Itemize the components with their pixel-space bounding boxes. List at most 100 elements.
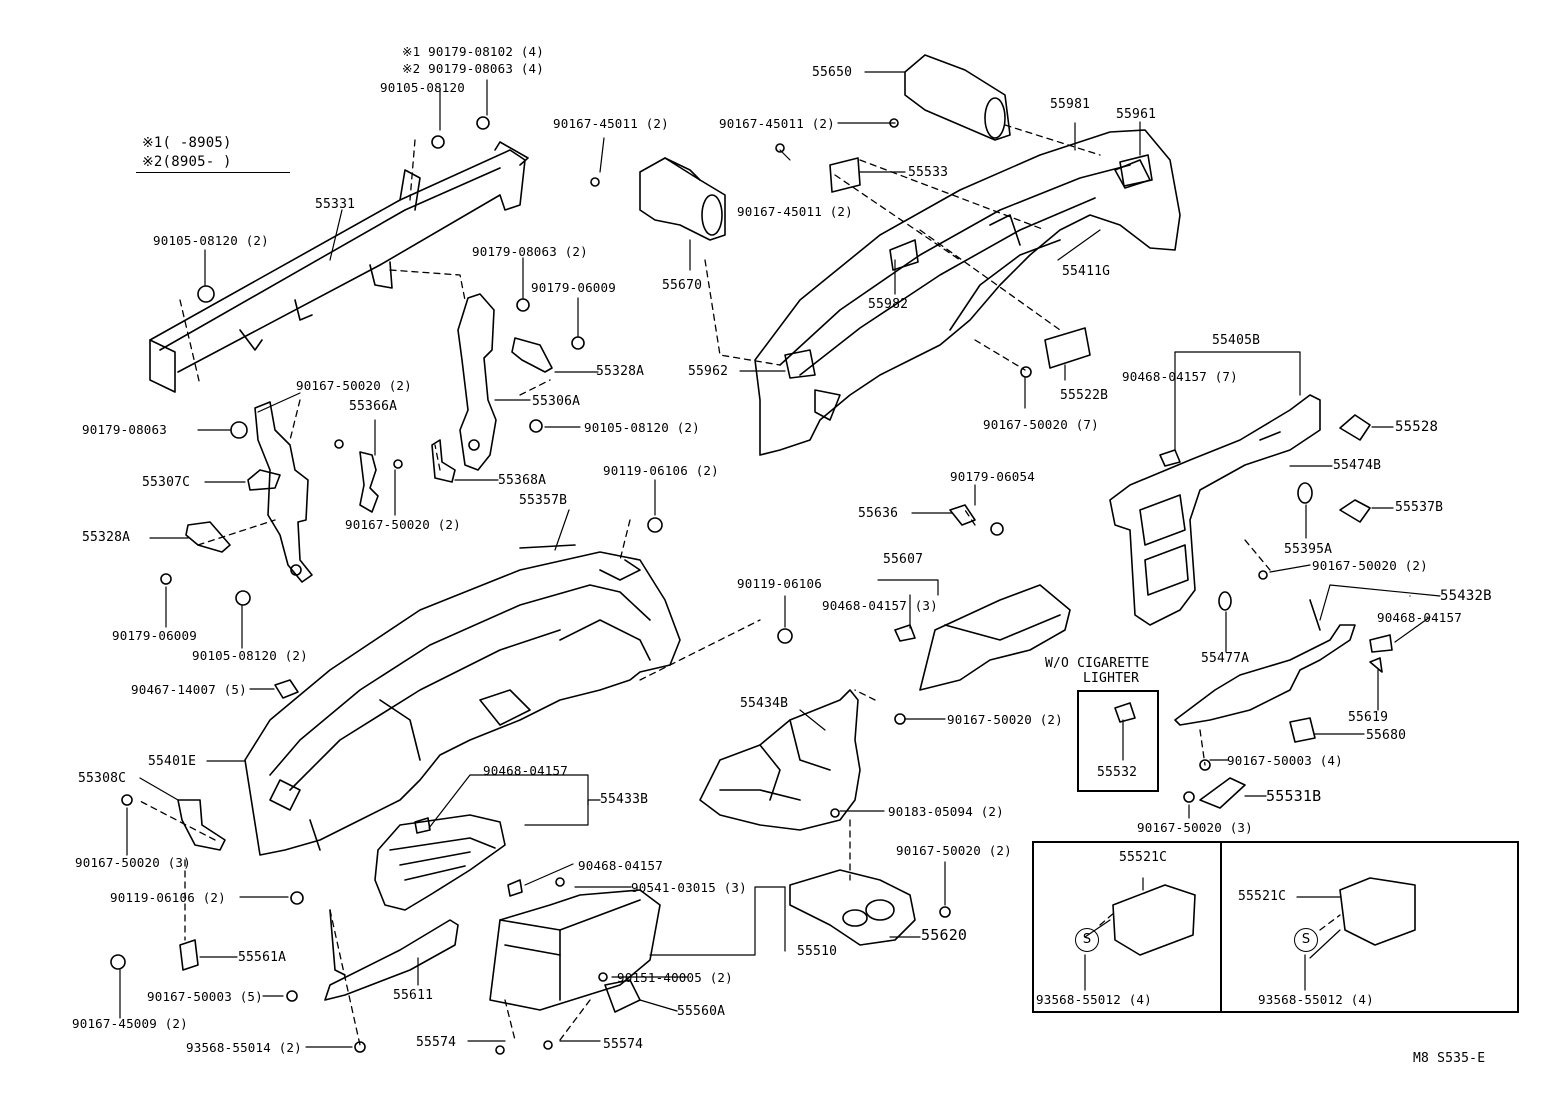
label-a17: 55328A	[82, 530, 131, 545]
leader-lines	[119, 71, 1441, 1048]
label-a68: 55537B	[1395, 500, 1444, 515]
label-a22: 90467-14007 (5)	[131, 682, 247, 697]
bracket-55328a-upper	[511, 337, 553, 373]
bracket-55306a	[457, 293, 497, 471]
part-clip-90468-a	[414, 817, 431, 834]
part-55537b	[1339, 499, 1371, 523]
label-a83: 93568-55012 (4)	[1258, 992, 1374, 1007]
label-a04: 55331	[315, 197, 356, 212]
bracket-55328a-lower	[185, 521, 231, 553]
upper-dashboard-55411g	[754, 129, 1181, 456]
label-a25: 90167-50020 (3)	[75, 855, 191, 870]
label-a72: 90468-04157	[1377, 610, 1462, 625]
label-a52: 55522B	[1060, 388, 1109, 403]
dashed-connectors	[137, 124, 1341, 1046]
part-55531b	[1199, 777, 1246, 809]
vent-55650	[904, 54, 1011, 141]
bracket-55368a	[431, 439, 456, 483]
label-a38: 55560A	[677, 1004, 726, 1019]
label-a15: 55368A	[498, 473, 547, 488]
bracket-55307c	[247, 401, 313, 583]
label-a82: 55521C	[1238, 889, 1287, 904]
figure-code: M8 S535-E	[1413, 1051, 1486, 1066]
label-a56: 55636	[858, 506, 899, 521]
label-a37: 90151-40005 (2)	[617, 970, 733, 985]
glove-box-55510	[489, 889, 661, 1011]
dashboard-55401e	[244, 544, 681, 856]
label-a31: 55611	[393, 988, 434, 1003]
reinforcement-beam-55331	[149, 141, 529, 393]
label-a59: 55434B	[740, 696, 789, 711]
vent-55670	[639, 157, 726, 241]
label-a78: 90167-50020 (3)	[1137, 820, 1253, 835]
label-a28: 90167-50003 (5)	[147, 989, 263, 1004]
part-clip-90468-b	[507, 879, 523, 897]
s-mark-left-text: S	[1082, 932, 1092, 947]
part-clip-55607	[894, 624, 916, 642]
label-a58: 90468-04157 (3)	[822, 598, 938, 613]
label-a39: 55574	[416, 1035, 457, 1050]
label-a47: 55981	[1050, 97, 1091, 112]
label-a24: 55308C	[78, 771, 127, 786]
label-a51: 55962	[688, 364, 729, 379]
vent-55982	[889, 239, 919, 271]
legend-underline	[136, 172, 290, 173]
label-a16: 90167-50020 (2)	[345, 517, 461, 532]
legend-row-1: ※1( -8905)	[142, 135, 232, 151]
part-55477a	[1218, 591, 1232, 611]
label-a09: 55306A	[532, 394, 581, 409]
label-a48: 55961	[1116, 107, 1157, 122]
fasteners	[110, 116, 1268, 1055]
label-a60: 90167-50020 (2)	[947, 712, 1063, 727]
label-a42: 55670	[662, 278, 703, 293]
label-a53: 90167-50020 (7)	[983, 417, 1099, 432]
part-55395a	[1297, 482, 1313, 504]
label-a02: ※2 90179-08063 (4)	[402, 61, 545, 76]
label-a33: 55433B	[600, 792, 649, 807]
label-a32: 90468-04157	[483, 763, 568, 778]
label-a35: 90541-03015 (3)	[631, 880, 747, 895]
label-a66: 55528	[1395, 419, 1439, 435]
center-cluster-55405b	[1109, 394, 1321, 626]
label-a65: 90468-04157 (7)	[1122, 369, 1238, 384]
label-a57: 55607	[883, 552, 924, 567]
label-a08: 55328A	[596, 364, 645, 379]
label-a63: 55620	[921, 926, 968, 944]
label-a12: 55366A	[349, 399, 398, 414]
part-55680	[1289, 717, 1316, 743]
part-55521c-right	[1339, 877, 1416, 946]
label-a27: 55561A	[238, 950, 287, 965]
console-bracket-55434b	[699, 689, 861, 831]
label-a07: 90179-06009	[531, 280, 616, 295]
part-55528	[1339, 414, 1371, 441]
legend-row-2: ※2(8905- )	[142, 154, 232, 170]
radio-bracket-divider	[1220, 841, 1222, 1011]
part-55533	[829, 157, 861, 193]
label-a64: 55405B	[1212, 333, 1261, 348]
label-a20: 90119-06106 (2)	[603, 463, 719, 478]
label-a67: 55474B	[1333, 458, 1382, 473]
label-a50: 55982	[868, 297, 909, 312]
label-a34: 90468-04157	[578, 858, 663, 873]
label-a18: 90179-06009	[112, 628, 197, 643]
label-a61: 90183-05094 (2)	[888, 804, 1004, 819]
label-a41: 90167-45011 (2)	[553, 116, 669, 131]
lower-compartment-55433b	[374, 814, 506, 911]
label-a74: 55619	[1348, 710, 1389, 725]
s-mark-right: S	[1294, 928, 1318, 952]
label-a76: 90167-50003 (4)	[1227, 753, 1343, 768]
radio-bracket-box	[1032, 841, 1519, 1013]
label-a79: 55532	[1097, 765, 1138, 780]
label-a44: 90167-45011 (2)	[719, 116, 835, 131]
label-a29: 90167-45009 (2)	[72, 1016, 188, 1031]
wo-lighter-box	[1077, 690, 1159, 792]
label-a14: 55307C	[142, 475, 191, 490]
label-a43: 55650	[812, 65, 853, 80]
part-55561a	[179, 939, 199, 971]
s-mark-left: S	[1075, 928, 1099, 952]
s-mark-right-text: S	[1301, 932, 1311, 947]
note-wo-cigarette: W/O CIGARETTE	[1045, 656, 1150, 671]
label-a03: 90105-08120	[380, 80, 465, 95]
